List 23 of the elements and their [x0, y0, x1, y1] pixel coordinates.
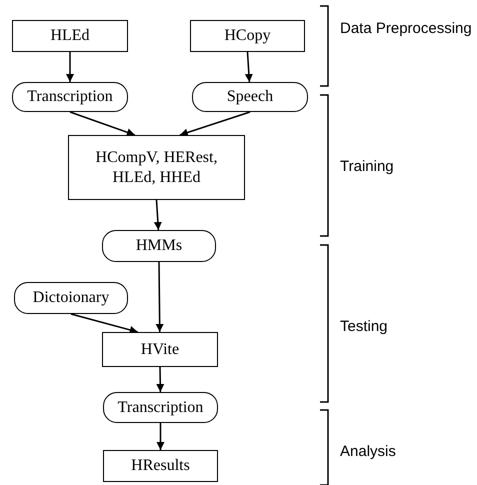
process-box: HCopy	[190, 20, 305, 52]
arrow	[70, 313, 138, 334]
data-pill: HMMs	[102, 230, 216, 262]
data-pill: Transcription	[12, 82, 128, 112]
process-box: HCompV, HERest, HLEd, HHEd	[68, 135, 245, 200]
arrow	[244, 52, 253, 82]
arrow	[154, 200, 162, 230]
arrow	[156, 366, 164, 392]
arrow	[156, 262, 164, 332]
stage-label: Testing	[340, 318, 389, 336]
process-box: HResults	[103, 450, 218, 482]
stage-label: Analysis	[340, 443, 397, 461]
stage-label: Training	[340, 158, 395, 176]
arrow	[156, 423, 164, 450]
process-box: HLEd	[12, 20, 128, 52]
arrow	[180, 111, 250, 136]
data-pill: Dictoionary	[14, 282, 128, 314]
stage-label: Data Preprocessing	[340, 20, 473, 38]
arrow	[70, 111, 136, 136]
data-pill: Transcription	[103, 392, 218, 423]
process-box: HVite	[102, 332, 218, 367]
arrow	[66, 52, 74, 82]
data-pill: Speech	[192, 82, 308, 112]
